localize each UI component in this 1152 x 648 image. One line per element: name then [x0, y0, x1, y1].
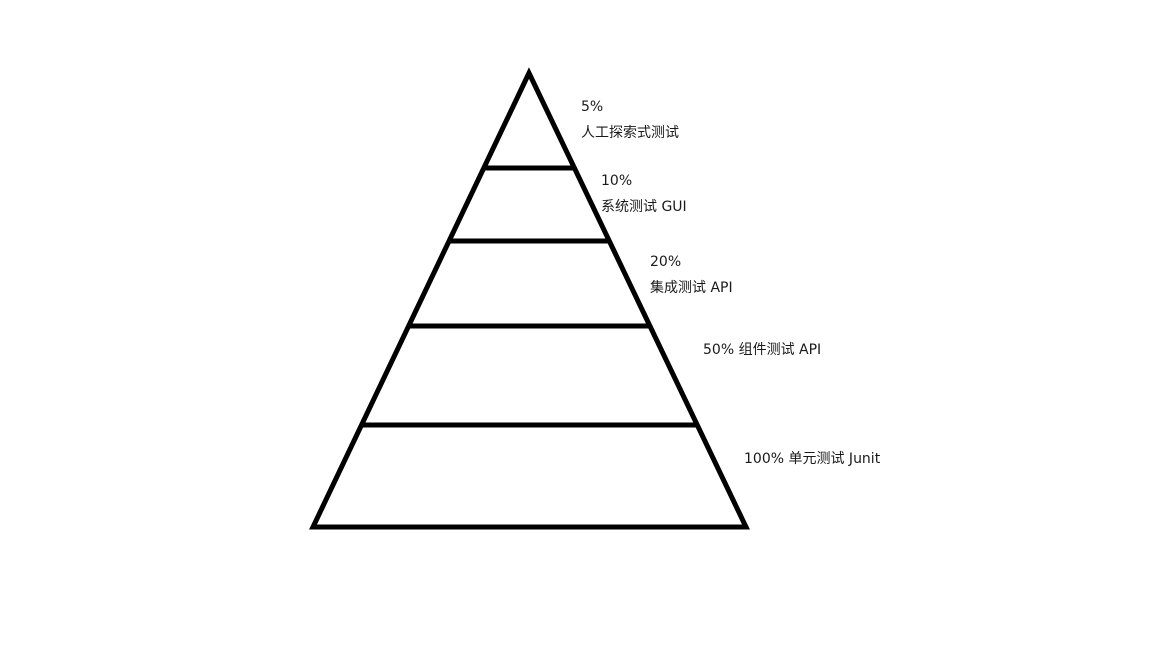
layer-percent: 5%: [581, 99, 604, 115]
layer-label-system: 10% 系统测试 GUI: [601, 168, 687, 220]
layer-label-component: 50% 组件测试 API: [703, 337, 821, 363]
layer-percent: 20%: [650, 254, 682, 270]
layer-name: 集成测试 API: [650, 280, 733, 296]
pyramid-outline: [309, 67, 750, 530]
layer-label-integration: 20% 集成测试 API: [650, 249, 733, 301]
layer-percent: 100%: [744, 451, 785, 467]
layer-name: 组件测试 API: [738, 342, 822, 358]
layer-name: 系统测试 GUI: [601, 199, 687, 215]
layer-percent: 10%: [601, 173, 633, 189]
layer-label-manual: 5% 人工探索式测试: [581, 94, 679, 146]
layer-label-unit: 100% 单元测试 Junit: [744, 446, 880, 472]
layer-name: 人工探索式测试: [581, 125, 679, 141]
layer-name: 单元测试 Junit: [788, 451, 881, 467]
layer-percent: 50%: [703, 342, 735, 358]
